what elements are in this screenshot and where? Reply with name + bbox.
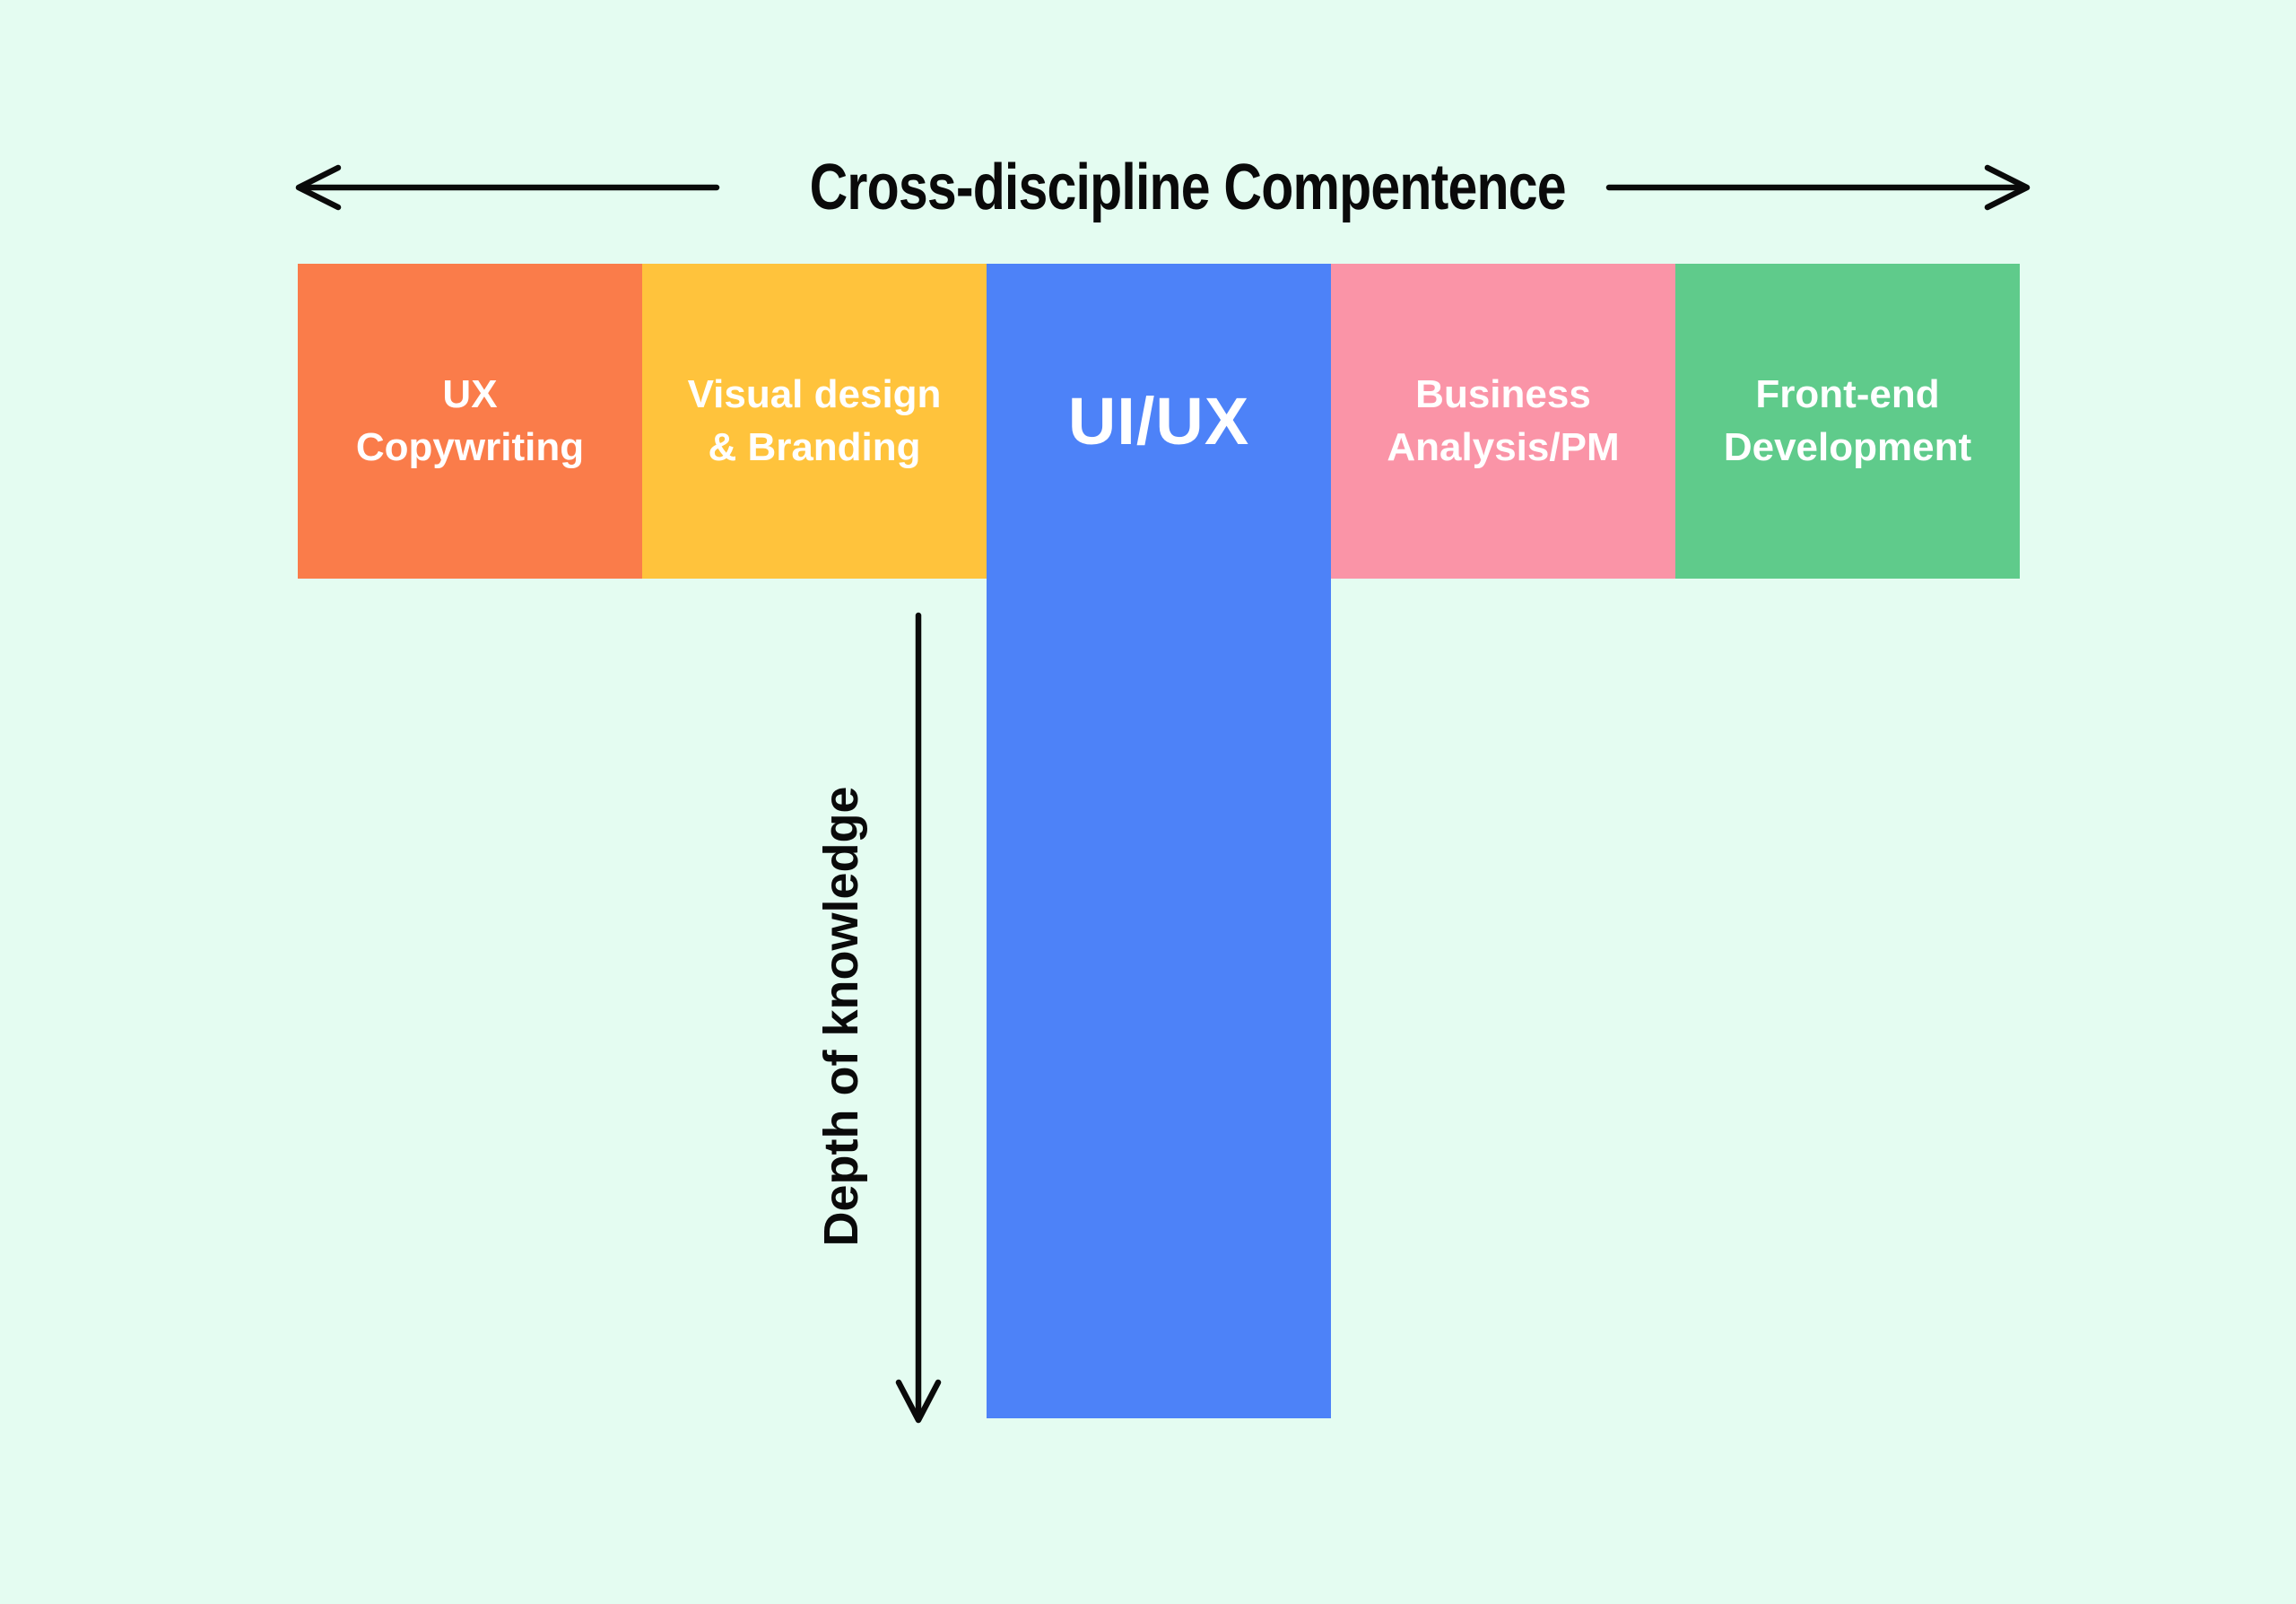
block-label: UX Copywriting	[355, 372, 585, 469]
block-label: Visual design & Branding	[687, 372, 942, 469]
horizontal-axis-title: Cross-discipline Compentence	[809, 152, 1567, 223]
arrow-down-icon	[895, 612, 942, 1424]
block-visual-design-branding: Visual design & Branding	[642, 264, 987, 579]
block-business-analysis-pm: Business Analysis/PM	[1331, 264, 1675, 579]
arrow-left-icon	[295, 164, 720, 211]
block-label: Business Analysis/PM	[1387, 372, 1620, 469]
block-ui-ux: UI/UX	[987, 264, 1331, 1418]
block-label-area: UI/UX	[987, 264, 1331, 579]
block-label-area: Visual design & Branding	[642, 264, 987, 579]
blocks-row: UX Copywriting Visual design & Branding UI…	[298, 264, 2020, 1418]
block-front-end-development: Front-end Development	[1675, 264, 2020, 579]
vertical-axis-title: Depth of knowledge	[814, 786, 868, 1247]
block-label-area: Front-end Development	[1675, 264, 2020, 579]
arrow-right-icon	[1605, 164, 2031, 211]
block-ux-copywriting: UX Copywriting	[298, 264, 642, 579]
block-label-area: Business Analysis/PM	[1331, 264, 1675, 579]
block-label: Front-end Development	[1723, 372, 1972, 469]
block-label: UI/UX	[1067, 383, 1250, 458]
block-label-area: UX Copywriting	[298, 264, 642, 579]
